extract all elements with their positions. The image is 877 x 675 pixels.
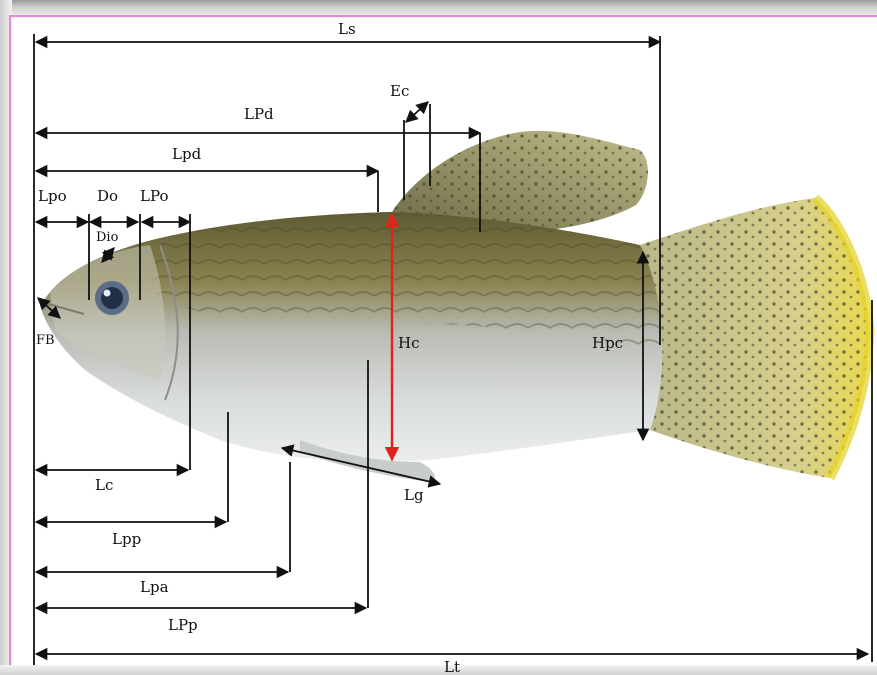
label-hc: Hc bbox=[398, 334, 419, 352]
label-hpc: Hpc bbox=[592, 334, 623, 352]
ec-measure bbox=[406, 102, 428, 122]
fish-illustration bbox=[40, 131, 870, 482]
label-fb: FB bbox=[36, 333, 55, 348]
label-do: Do bbox=[97, 187, 118, 205]
label-lpo: Lpo bbox=[38, 187, 67, 205]
label-lpo-post: LPo bbox=[140, 187, 168, 205]
label-lc: Lc bbox=[95, 476, 113, 494]
label-lpp-upper: LPp bbox=[168, 616, 198, 634]
label-ls: Ls bbox=[338, 20, 356, 38]
label-lpd-upper: LPd bbox=[244, 105, 274, 123]
label-dio: Dio bbox=[96, 230, 119, 245]
label-ec: Ec bbox=[390, 82, 409, 100]
label-lg: Lg bbox=[404, 486, 424, 504]
label-lt: Lt bbox=[444, 658, 460, 675]
label-lpa: Lpa bbox=[140, 578, 169, 596]
label-lpd-lower: Lpd bbox=[172, 145, 202, 163]
label-lpp: Lpp bbox=[112, 530, 141, 548]
